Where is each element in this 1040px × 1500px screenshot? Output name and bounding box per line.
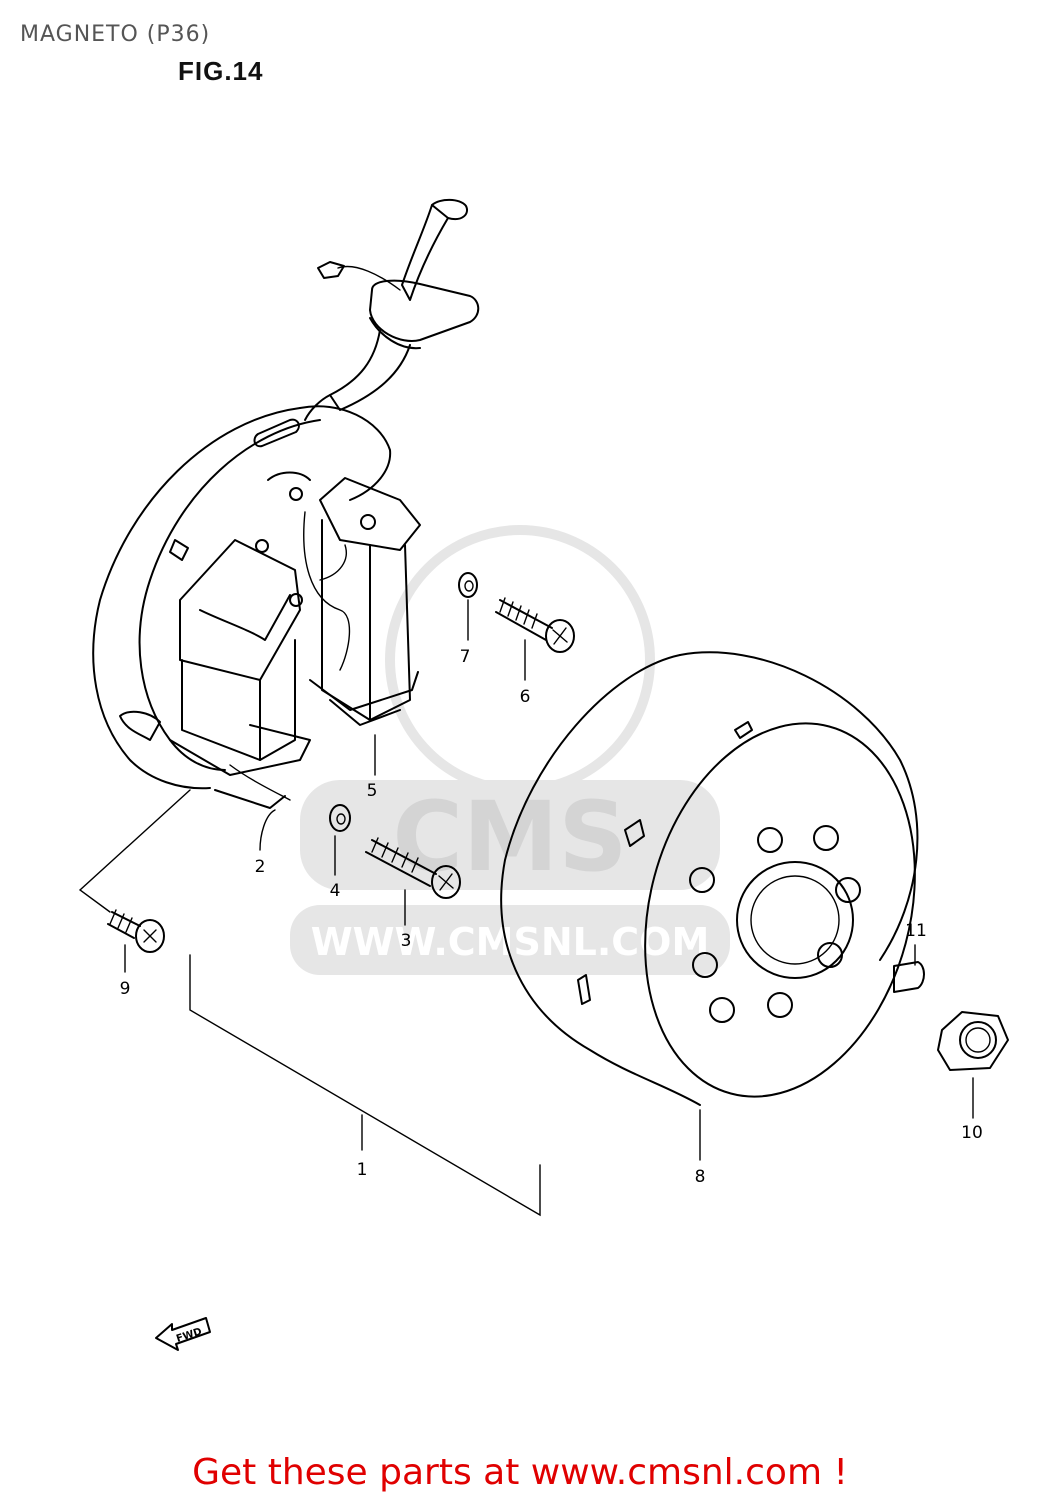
- watermark-url-band: [290, 905, 730, 975]
- woodruff-key-11: [893, 961, 925, 993]
- callout-3: 3: [401, 931, 412, 951]
- nut-10: [937, 1011, 1009, 1071]
- ignition-coil: [303, 477, 421, 726]
- callout-4: 4: [330, 881, 341, 901]
- callout-11: 11: [905, 921, 927, 941]
- watermark: CMS WWW.CMSNL.COM: [290, 525, 730, 975]
- callout-1: 1: [357, 1160, 368, 1180]
- callout-2: 2: [255, 857, 266, 877]
- lighting-coil: [169, 539, 311, 809]
- cta-link[interactable]: Get these parts at www.cmsnl.com !: [192, 1452, 848, 1493]
- watermark-badge: [300, 780, 720, 890]
- washer-4: [329, 804, 351, 832]
- page-title: MAGNETO (P36): [20, 22, 211, 47]
- forward-arrow-icon: FWD: [155, 1317, 211, 1351]
- stator-plate: [92, 405, 392, 790]
- flywheel-rotor: [500, 651, 919, 1106]
- wire-harness: [304, 198, 480, 421]
- figure-label: FIG.14: [178, 56, 264, 86]
- watermark-face-icon: [385, 525, 655, 795]
- callout-10: 10: [961, 1123, 983, 1143]
- washer-7: [458, 572, 478, 598]
- callout-6: 6: [520, 687, 531, 707]
- callouts: 1 2 3 4 5 6 7 8 9 10 11: [120, 647, 983, 1187]
- screw-9: [107, 909, 165, 953]
- callout-8: 8: [695, 1167, 706, 1187]
- screw-6: [495, 597, 575, 653]
- callout-9: 9: [120, 979, 131, 999]
- callout-5: 5: [367, 781, 378, 801]
- leader-lines: [78, 599, 974, 1217]
- callout-7: 7: [460, 647, 471, 667]
- watermark-brand: CMS: [392, 781, 627, 893]
- screw-3: [365, 837, 461, 899]
